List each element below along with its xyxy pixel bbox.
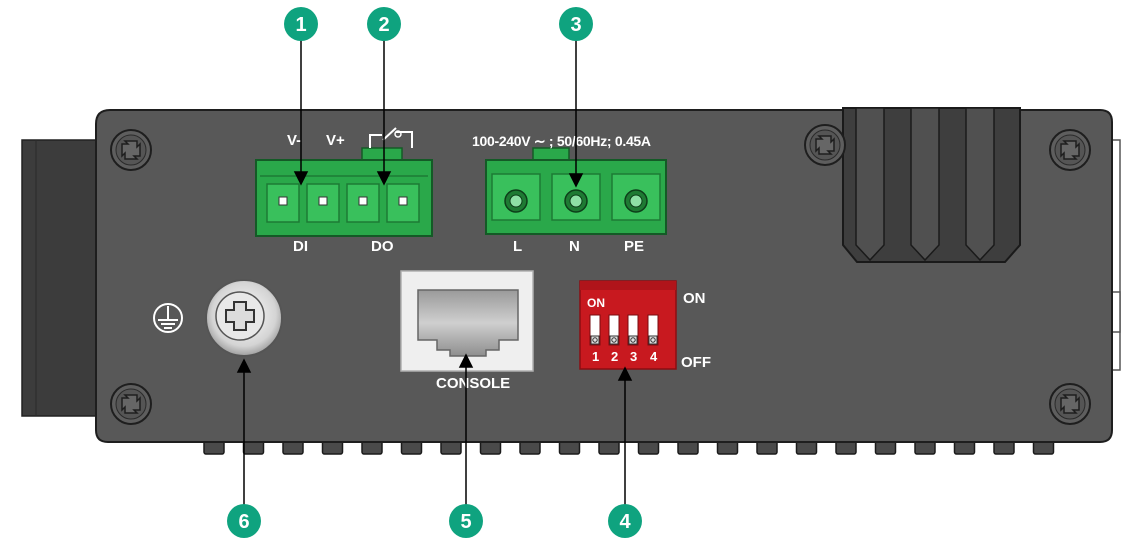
callout-6: 6 (227, 504, 261, 538)
ground-icon (153, 303, 183, 333)
dip-number-2: 2 (611, 349, 618, 364)
v-plus-label: V+ (326, 132, 345, 149)
svg-text:4: 4 (619, 511, 631, 533)
dip-on-label: ON (683, 290, 706, 307)
console-label: CONSOLE (436, 375, 510, 392)
pe-label: PE (624, 238, 644, 255)
svg-text:1: 1 (295, 14, 306, 36)
di-do-terminal-block (255, 127, 433, 237)
heat-sink (842, 107, 1021, 263)
svg-text:6: 6 (238, 511, 249, 533)
l-label: L (513, 238, 522, 255)
console-port (400, 270, 534, 372)
dip-number-3: 3 (630, 349, 637, 364)
svg-text:2: 2 (378, 14, 389, 36)
svg-text:5: 5 (460, 511, 471, 533)
dip-off-label: OFF (681, 354, 711, 371)
v-minus-label: V- (287, 132, 301, 149)
callout-leaders (236, 40, 633, 505)
grounding-screw (205, 279, 283, 357)
dip-on-inner-label: ON (587, 296, 605, 310)
do-label: DO (371, 238, 394, 255)
power-rating-label: 100-240V ∼ ; 50/60Hz; 0.45A (472, 133, 651, 149)
dip-number-1: 1 (592, 349, 599, 364)
left-mount-block (21, 139, 99, 417)
di-label: DI (293, 238, 308, 255)
callout-5: 5 (449, 504, 483, 538)
callout-4: 4 (608, 504, 642, 538)
dip-number-4: 4 (650, 349, 658, 364)
n-label: N (569, 238, 580, 255)
dip-switch (579, 280, 677, 370)
callout-3: 3 (559, 7, 593, 41)
svg-text:3: 3 (570, 14, 581, 36)
corner-screws (110, 124, 1091, 425)
callout-1: 1 (284, 7, 318, 41)
callout-2: 2 (367, 7, 401, 41)
